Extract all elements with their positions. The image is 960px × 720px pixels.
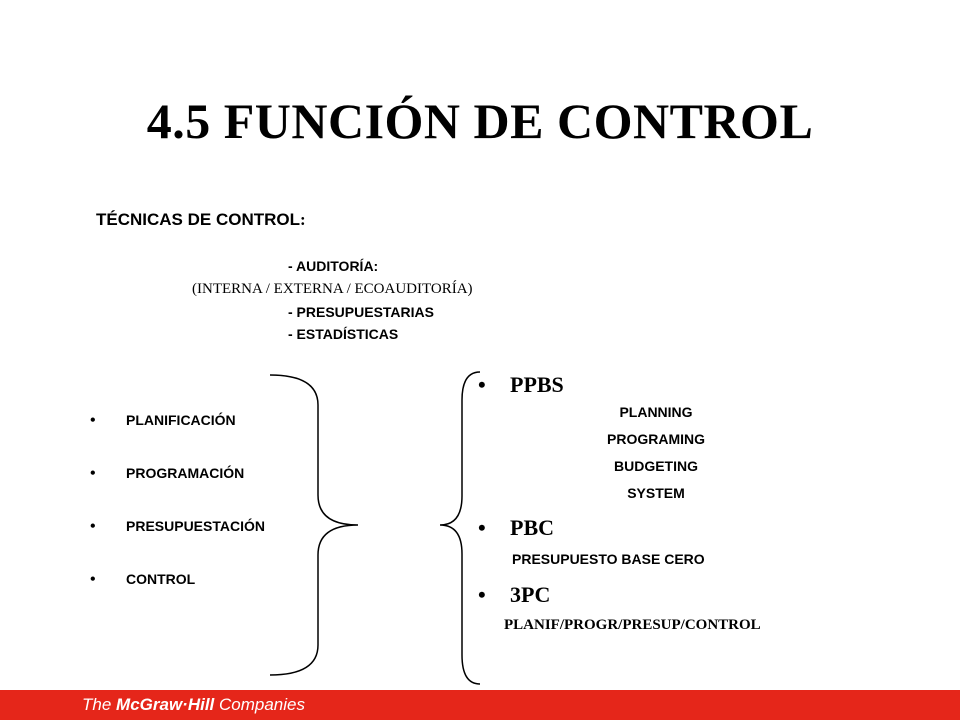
techniques-heading-text: TÉCNICAS DE CONTROL xyxy=(96,210,300,229)
pc3-heading: • 3PC xyxy=(478,582,550,608)
techniques-heading: TÉCNICAS DE CONTROL: xyxy=(96,210,306,230)
ppbs-line-programing: PROGRAMING xyxy=(607,431,705,447)
planning-cycle-list: • PLANIFICACIÓN • PROGRAMACIÓN • PRESUPUEST… xyxy=(90,412,265,624)
list-item: • PLANIFICACIÓN xyxy=(90,412,265,465)
pc3-label: 3PC xyxy=(510,582,551,607)
publisher-logo: The McGraw·Hill Companies xyxy=(82,695,305,715)
logo-brand: McGraw·Hill xyxy=(116,695,215,714)
logo-suffix: Companies xyxy=(214,695,305,714)
list-item-label: CONTROL xyxy=(126,571,196,587)
logo-prefix: The xyxy=(82,695,117,714)
ppbs-heading: • PPBS xyxy=(478,372,564,398)
pbc-heading: • PBC xyxy=(478,515,554,541)
right-curly-brace xyxy=(269,374,359,676)
bullet-glyph: • xyxy=(478,582,486,607)
technique-auditoria: - AUDITORÍA: xyxy=(288,258,379,274)
slide-title: 4.5 FUNCIÓN DE CONTROL xyxy=(146,93,814,149)
bullet-glyph: • xyxy=(478,515,486,540)
technique-estadisticas: - ESTADÍSTICAS xyxy=(288,326,399,342)
list-item: • PRESUPUESTACIÓN xyxy=(90,518,265,571)
left-curly-brace xyxy=(439,371,481,685)
list-item-label: PRESUPUESTACIÓN xyxy=(126,518,265,534)
bullet-glyph: • xyxy=(90,518,96,535)
bullet-glyph: • xyxy=(90,465,96,482)
list-item-label: PROGRAMACIÓN xyxy=(126,465,245,481)
ppbs-line-system: SYSTEM xyxy=(627,485,685,501)
ppbs-label: PPBS xyxy=(510,372,564,397)
list-item-label: PLANIFICACIÓN xyxy=(126,412,236,428)
pbc-label: PBC xyxy=(510,515,554,540)
bullet-glyph: • xyxy=(478,372,486,397)
technique-auditoria-types: (INTERNA / EXTERNA / ECOAUDITORÍA) xyxy=(192,281,473,297)
bullet-glyph: • xyxy=(90,412,96,429)
technique-presupuestarias: - PRESUPUESTARIAS xyxy=(288,304,434,320)
list-item: • CONTROL xyxy=(90,571,265,624)
ppbs-line-budgeting: BUDGETING xyxy=(614,458,698,474)
list-item: • PROGRAMACIÓN xyxy=(90,465,265,518)
pc3-line: PLANIF/PROGR/PRESUP/CONTROL xyxy=(504,617,761,633)
pbc-line: PRESUPUESTO BASE CERO xyxy=(512,551,705,567)
techniques-heading-colon: : xyxy=(300,210,306,229)
ppbs-line-planning: PLANNING xyxy=(619,404,693,420)
footer-bar: The McGraw·Hill Companies xyxy=(0,690,960,720)
bullet-glyph: • xyxy=(90,571,96,588)
